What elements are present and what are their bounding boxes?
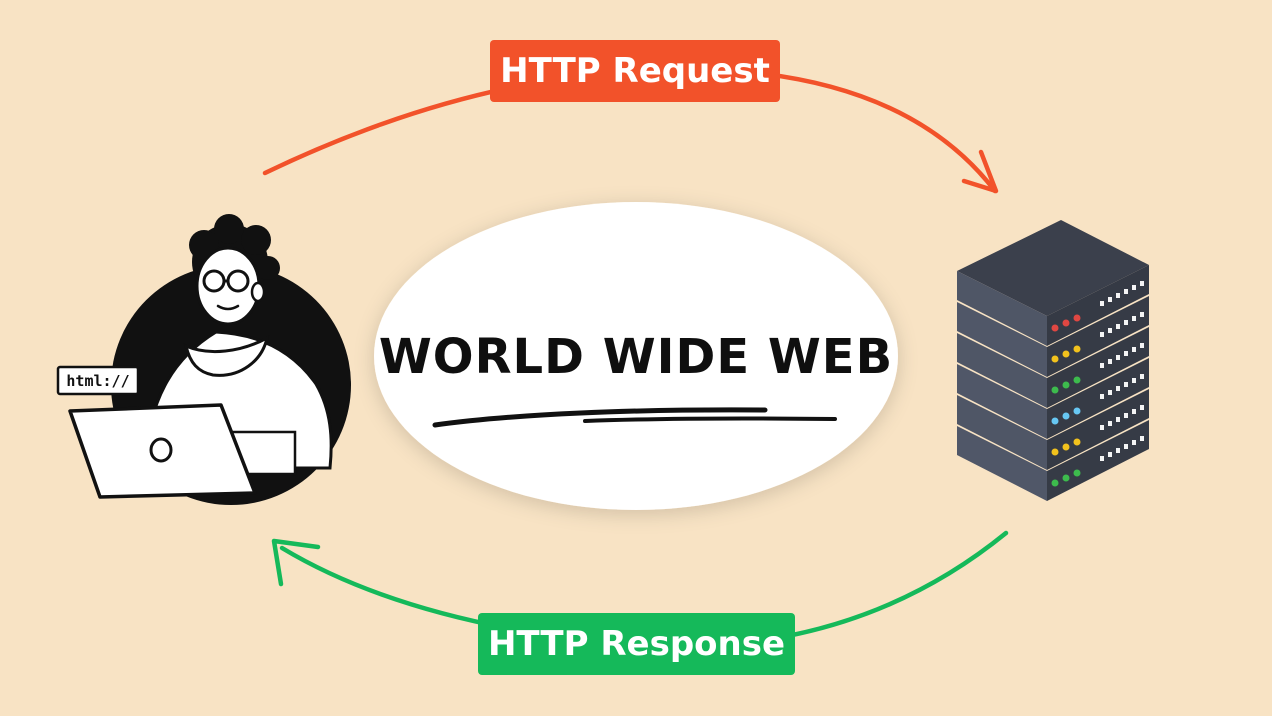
client-hood: [183, 335, 270, 377]
client-hair-right: [241, 225, 271, 255]
server-light: [1073, 438, 1081, 446]
server-unit-5-front: [957, 395, 1047, 470]
server-light: [1062, 319, 1070, 327]
person-laptop-icon: html://: [56, 214, 351, 505]
server-light: [1051, 355, 1059, 363]
server-light: [1051, 324, 1059, 332]
server-light: [1073, 469, 1081, 477]
client-url-text: html://: [66, 372, 129, 390]
client-ear: [250, 281, 266, 303]
server-unit-4-front: [957, 364, 1047, 439]
server-light: [1062, 412, 1070, 420]
server-light: [1073, 345, 1081, 353]
client-hair-top: [214, 214, 244, 244]
server-unit-4-side: [1047, 358, 1149, 439]
client-hair-side: [256, 256, 280, 280]
server-unit-5-side: [1047, 389, 1149, 470]
server-light: [1051, 386, 1059, 394]
request-arrowhead: [961, 149, 999, 194]
client-laptop-screen: [68, 403, 257, 499]
server-light: [1051, 448, 1059, 456]
server-unit-1-side: [1047, 265, 1149, 346]
server-light: [1062, 443, 1070, 451]
server-light: [1062, 381, 1070, 389]
title-underline: [432, 407, 768, 428]
server-unit-1-front: [957, 271, 1047, 346]
http-response-label: HTTP Response: [478, 613, 795, 675]
response-arrowhead: [271, 538, 321, 587]
server-unit-6-side: [1047, 420, 1149, 501]
http-request-label: HTTP Request: [490, 40, 780, 102]
server-unit-2-side: [1047, 296, 1149, 377]
server-rack-icon: [957, 220, 1149, 501]
server-light: [1062, 474, 1070, 482]
server-top: [957, 220, 1149, 316]
client-laptop-logo: [149, 437, 173, 463]
title-underline-extra: [583, 416, 837, 423]
client-smile: [216, 304, 240, 311]
world-wide-web-oval: [374, 202, 898, 510]
server-unit-6-front: [957, 426, 1047, 501]
server-light: [1073, 314, 1081, 322]
server-unit-3-side: [1047, 327, 1149, 408]
server-light: [1073, 376, 1081, 384]
server-light: [1051, 417, 1059, 425]
server-light: [1073, 407, 1081, 415]
server-unit-2-front: [957, 302, 1047, 377]
server-light: [1051, 479, 1059, 487]
world-wide-web-title: WORLD WIDE WEB: [378, 329, 894, 385]
server-light: [1062, 350, 1070, 358]
server-unit-3-front: [957, 333, 1047, 408]
server-vents: [1100, 281, 1144, 461]
client-url-bar: [56, 365, 140, 396]
